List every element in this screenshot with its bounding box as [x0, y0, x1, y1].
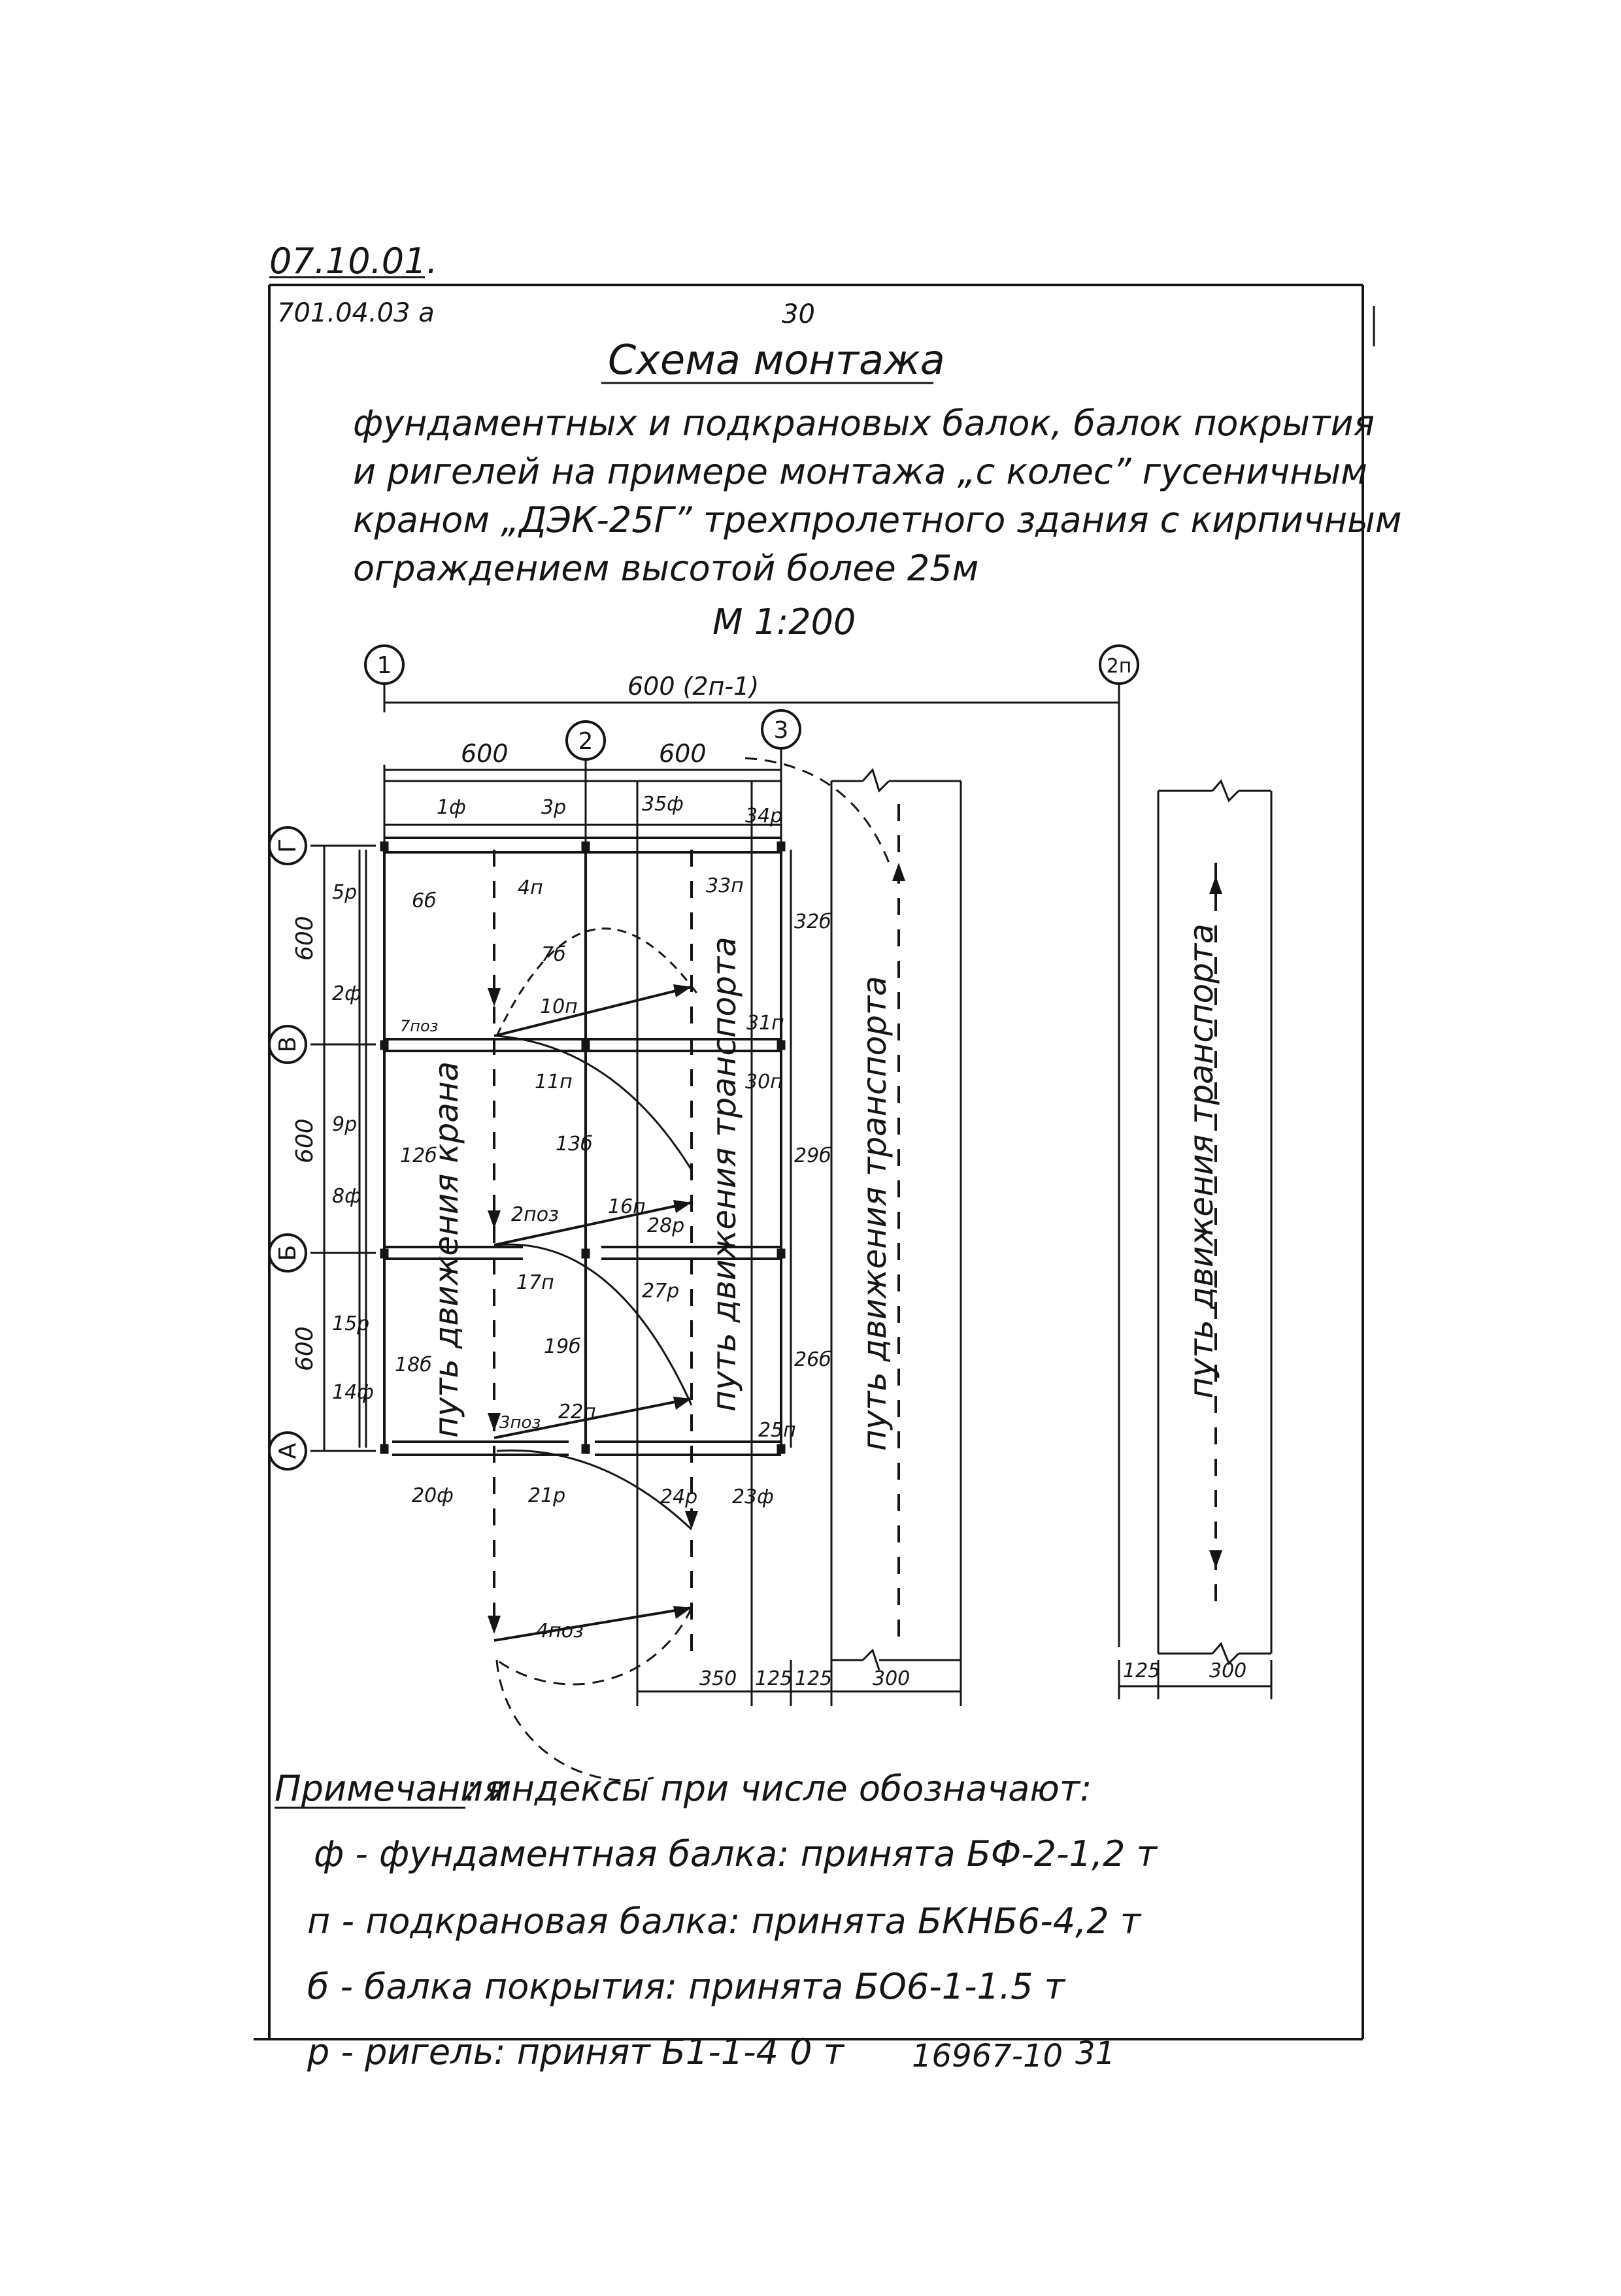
dim-span-1: 600 [461, 739, 509, 768]
dim-125-c: 125 [1123, 1659, 1160, 1682]
label-7b: 7б [541, 943, 566, 966]
note-item-b: б - балка покрытия: принята БО6-1-1.5 т [307, 1966, 1066, 2007]
page-number: 30 [782, 299, 815, 329]
svg-text:Б: Б [275, 1245, 301, 1261]
series-code: 07.10.01. [269, 241, 438, 282]
notes-heading: Примечания [275, 1768, 505, 1809]
movement-paths [493, 804, 1217, 1654]
label-3r: 3р [541, 796, 566, 819]
label-16p: 16п [608, 1195, 646, 1218]
label-2f: 2ф [332, 982, 361, 1005]
drawing-code: 701.04.03 а [277, 298, 435, 328]
label-19b: 19б [544, 1335, 581, 1358]
label-14f: 14ф [332, 1381, 374, 1404]
label-6b: 6б [412, 890, 437, 912]
label-32b: 32б [794, 910, 831, 933]
note-item-p: п - подкрановая балка: принята БКНБ6-4,2… [307, 1901, 1142, 1942]
notes-intro: : индексы при числе обозначают: [465, 1768, 1092, 1809]
dim-350: 350 [699, 1667, 737, 1690]
element-labels: 1ф 3р 35ф 34р 5р 6б 4п 33п 32б 7б 2ф 7по… [332, 793, 831, 1642]
label-20f: 20ф [412, 1484, 454, 1507]
dimension-lines [310, 684, 1273, 1706]
axis-bubble-B: Б [268, 1233, 307, 1273]
dim-overall: 600 (2п-1) [627, 672, 759, 701]
structure-plan [358, 780, 792, 1456]
label-12b: 12б [400, 1144, 437, 1167]
dim-bay-3: 600 [292, 1326, 318, 1371]
transport-route-caption-3: путь движения транспорта [1182, 923, 1220, 1399]
label-2pos: 2поз [511, 1203, 559, 1226]
axis-bubble-A: А [268, 1431, 307, 1471]
label-5r: 5р [332, 881, 357, 904]
label-33p: 33п [706, 874, 744, 897]
label-24r: 24р [660, 1486, 697, 1508]
svg-text:1: 1 [377, 652, 392, 679]
note-item-r: р - ригель: принят Б1-1-4 0 т [307, 2031, 845, 2072]
label-4pos: 4поз [536, 1620, 584, 1642]
svg-text:2п: 2п [1107, 655, 1132, 678]
sheet-frame [254, 284, 1375, 2040]
label-17p: 17п [516, 1271, 554, 1294]
label-30p: 30п [745, 1071, 783, 1093]
label-15r: 15р [332, 1312, 369, 1335]
label-22p: 22п [558, 1401, 596, 1423]
svg-text:В: В [275, 1037, 301, 1053]
boom-arrowheads [673, 984, 692, 1619]
crane-route-caption: путь движения крана [427, 1061, 465, 1438]
label-3pos: 3поз [499, 1413, 541, 1433]
note-item-f: ф - фундаментная балка: принята БФ-2-1,2… [314, 1833, 1158, 1874]
dim-300-a: 300 [873, 1667, 910, 1690]
dim-bay-1: 600 [292, 916, 318, 961]
svg-text:3: 3 [774, 717, 789, 744]
label-18b: 18б [395, 1354, 432, 1376]
dim-125-a: 125 [755, 1667, 792, 1690]
subtitle-line-2: и ригелей на примере монтажа „с колес” г… [353, 451, 1367, 492]
label-25p: 25п [758, 1419, 796, 1442]
sheet-page: 31 [1075, 2035, 1115, 2072]
label-23f: 23ф [732, 1486, 774, 1508]
dim-125-b: 125 [795, 1667, 832, 1690]
label-4p: 4п [518, 876, 543, 899]
label-9r: 9р [332, 1113, 357, 1136]
label-29b: 29б [794, 1144, 831, 1167]
label-28r: 28р [647, 1214, 684, 1237]
label-11p: 11п [535, 1071, 573, 1093]
dim-bay-2: 600 [292, 1118, 318, 1163]
dim-span-2: 600 [659, 739, 707, 768]
crane-swing-arcs [493, 757, 890, 1782]
label-34r: 34р [745, 805, 782, 827]
transport-lanes [636, 768, 1273, 1671]
scale-label: М 1:200 [712, 601, 856, 642]
axis-bubble-3: 3 [761, 709, 801, 750]
axis-bubble-1: 1 [364, 644, 405, 712]
label-26b: 26б [794, 1348, 831, 1371]
page-title: Схема монтажа [608, 336, 945, 384]
label-27r: 27р [642, 1280, 679, 1303]
label-7pos: 7поз [400, 1017, 438, 1035]
axis-bubble-G: Г [268, 826, 307, 865]
label-21r: 21р [528, 1484, 565, 1507]
axis-bubble-2: 2 [565, 720, 606, 761]
transport-route-caption-1: путь движения транспорта [705, 937, 743, 1412]
subtitle-line-1: фундаментных и подкрановых балок, балок … [353, 403, 1375, 444]
svg-text:А: А [275, 1442, 301, 1459]
direction-arrows [488, 863, 1222, 1634]
label-8f: 8ф [332, 1185, 361, 1208]
subtitle-line-3: краном „ДЭК-25Г” трехпролетного здания с… [353, 499, 1402, 541]
label-13b: 13б [556, 1133, 593, 1156]
label-35f: 35ф [642, 793, 684, 816]
sheet-number: 16967-10 [912, 2038, 1063, 2074]
transport-route-caption-2: путь движения транспорта [856, 976, 894, 1451]
label-1f: 1ф [437, 796, 466, 819]
svg-text:2: 2 [578, 728, 593, 755]
label-10p: 10п [540, 995, 578, 1018]
axis-bubble-V: В [268, 1025, 307, 1064]
label-31p: 31п [746, 1012, 784, 1035]
svg-text:Г: Г [275, 839, 301, 853]
subtitle-line-4: ограждением высотой более 25м [353, 548, 978, 589]
